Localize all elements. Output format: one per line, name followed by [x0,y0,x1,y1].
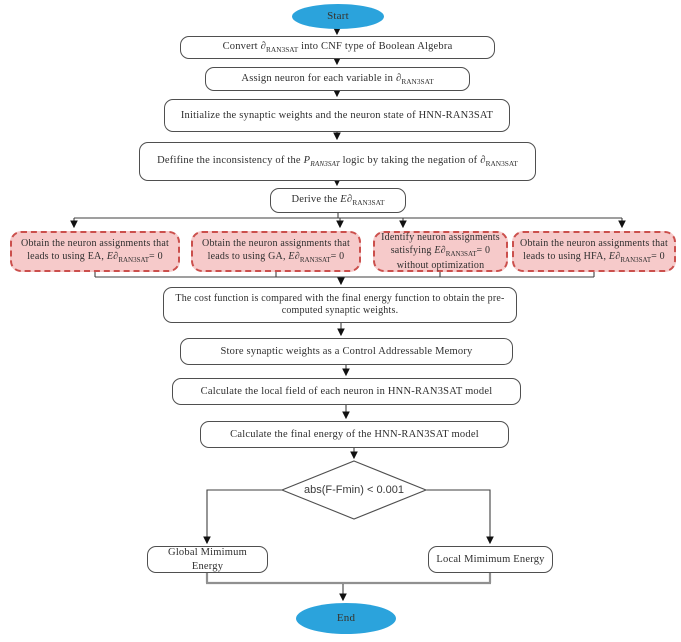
step-derive-label: Derive the E∂RAN3SAT [291,194,385,208]
branch-hfa-label: Obtain the neuron assignments that leads… [520,238,668,265]
end-label: End [336,611,356,624]
decision-condition-label: abs(F-Fmin) < 0.001 [304,484,404,496]
branch-ea: Obtain the neuron assignments that leads… [10,231,180,272]
step-initialize: Initialize the synaptic weights and the … [164,99,510,132]
step-assign: Assign neuron for each variable in ∂RAN3… [205,67,470,91]
branch-hfa: Obtain the neuron assignments that leads… [512,231,676,272]
outcome-global-minimum: Global Mimimum Energy [147,546,268,573]
branch-ga: Obtain the neuron assignments that leads… [191,231,361,272]
step-initialize-label: Initialize the synaptic weights and the … [180,109,494,121]
branch-ga-label: Obtain the neuron assignments that leads… [202,238,350,265]
step-local-field-label: Calculate the local field of each neuron… [200,385,493,397]
branch-direct-label: Identify neuron assignments satisfying E… [381,231,500,272]
step-final-energy: Calculate the final energy of the HNN-RA… [200,421,509,448]
step-assign-label: Assign neuron for each variable in ∂RAN3… [241,72,434,86]
step-convert-label: Convert ∂RAN3SAT into CNF type of Boolea… [222,41,453,55]
branch-ea-label: Obtain the neuron assignments that leads… [21,238,169,265]
step-final-energy-label: Calculate the final energy of the HNN-RA… [230,428,479,440]
step-cost-function: The cost function is compared with the f… [163,287,517,323]
step-local-field: Calculate the local field of each neuron… [172,378,521,405]
step-store-weights: Store synaptic weights as a Control Addr… [180,338,513,365]
outcome-local-minimum: Local Mimimum Energy [428,546,553,573]
decision-diamond [280,460,428,520]
step-define: Defifine the inconsistency of the PRAN3S… [139,142,536,181]
step-define-label: Defifine the inconsistency of the PRAN3S… [157,155,518,169]
decision-condition: abs(F-Fmin) < 0.001 [282,461,426,519]
start-terminal: Start [292,4,384,29]
end-terminal: End [296,603,396,634]
step-convert: Convert ∂RAN3SAT into CNF type of Boolea… [180,36,495,59]
branch-direct: Identify neuron assignments satisfying E… [373,231,508,272]
outcome-local-minimum-label: Local Mimimum Energy [436,553,545,565]
step-cost-function-label: The cost function is compared with the f… [175,292,505,317]
outcome-global-minimum-label: Global Mimimum Energy [168,547,247,572]
step-derive: Derive the E∂RAN3SAT [270,188,406,213]
start-label: Start [327,9,349,22]
step-store-weights-label: Store synaptic weights as a Control Addr… [220,345,473,357]
